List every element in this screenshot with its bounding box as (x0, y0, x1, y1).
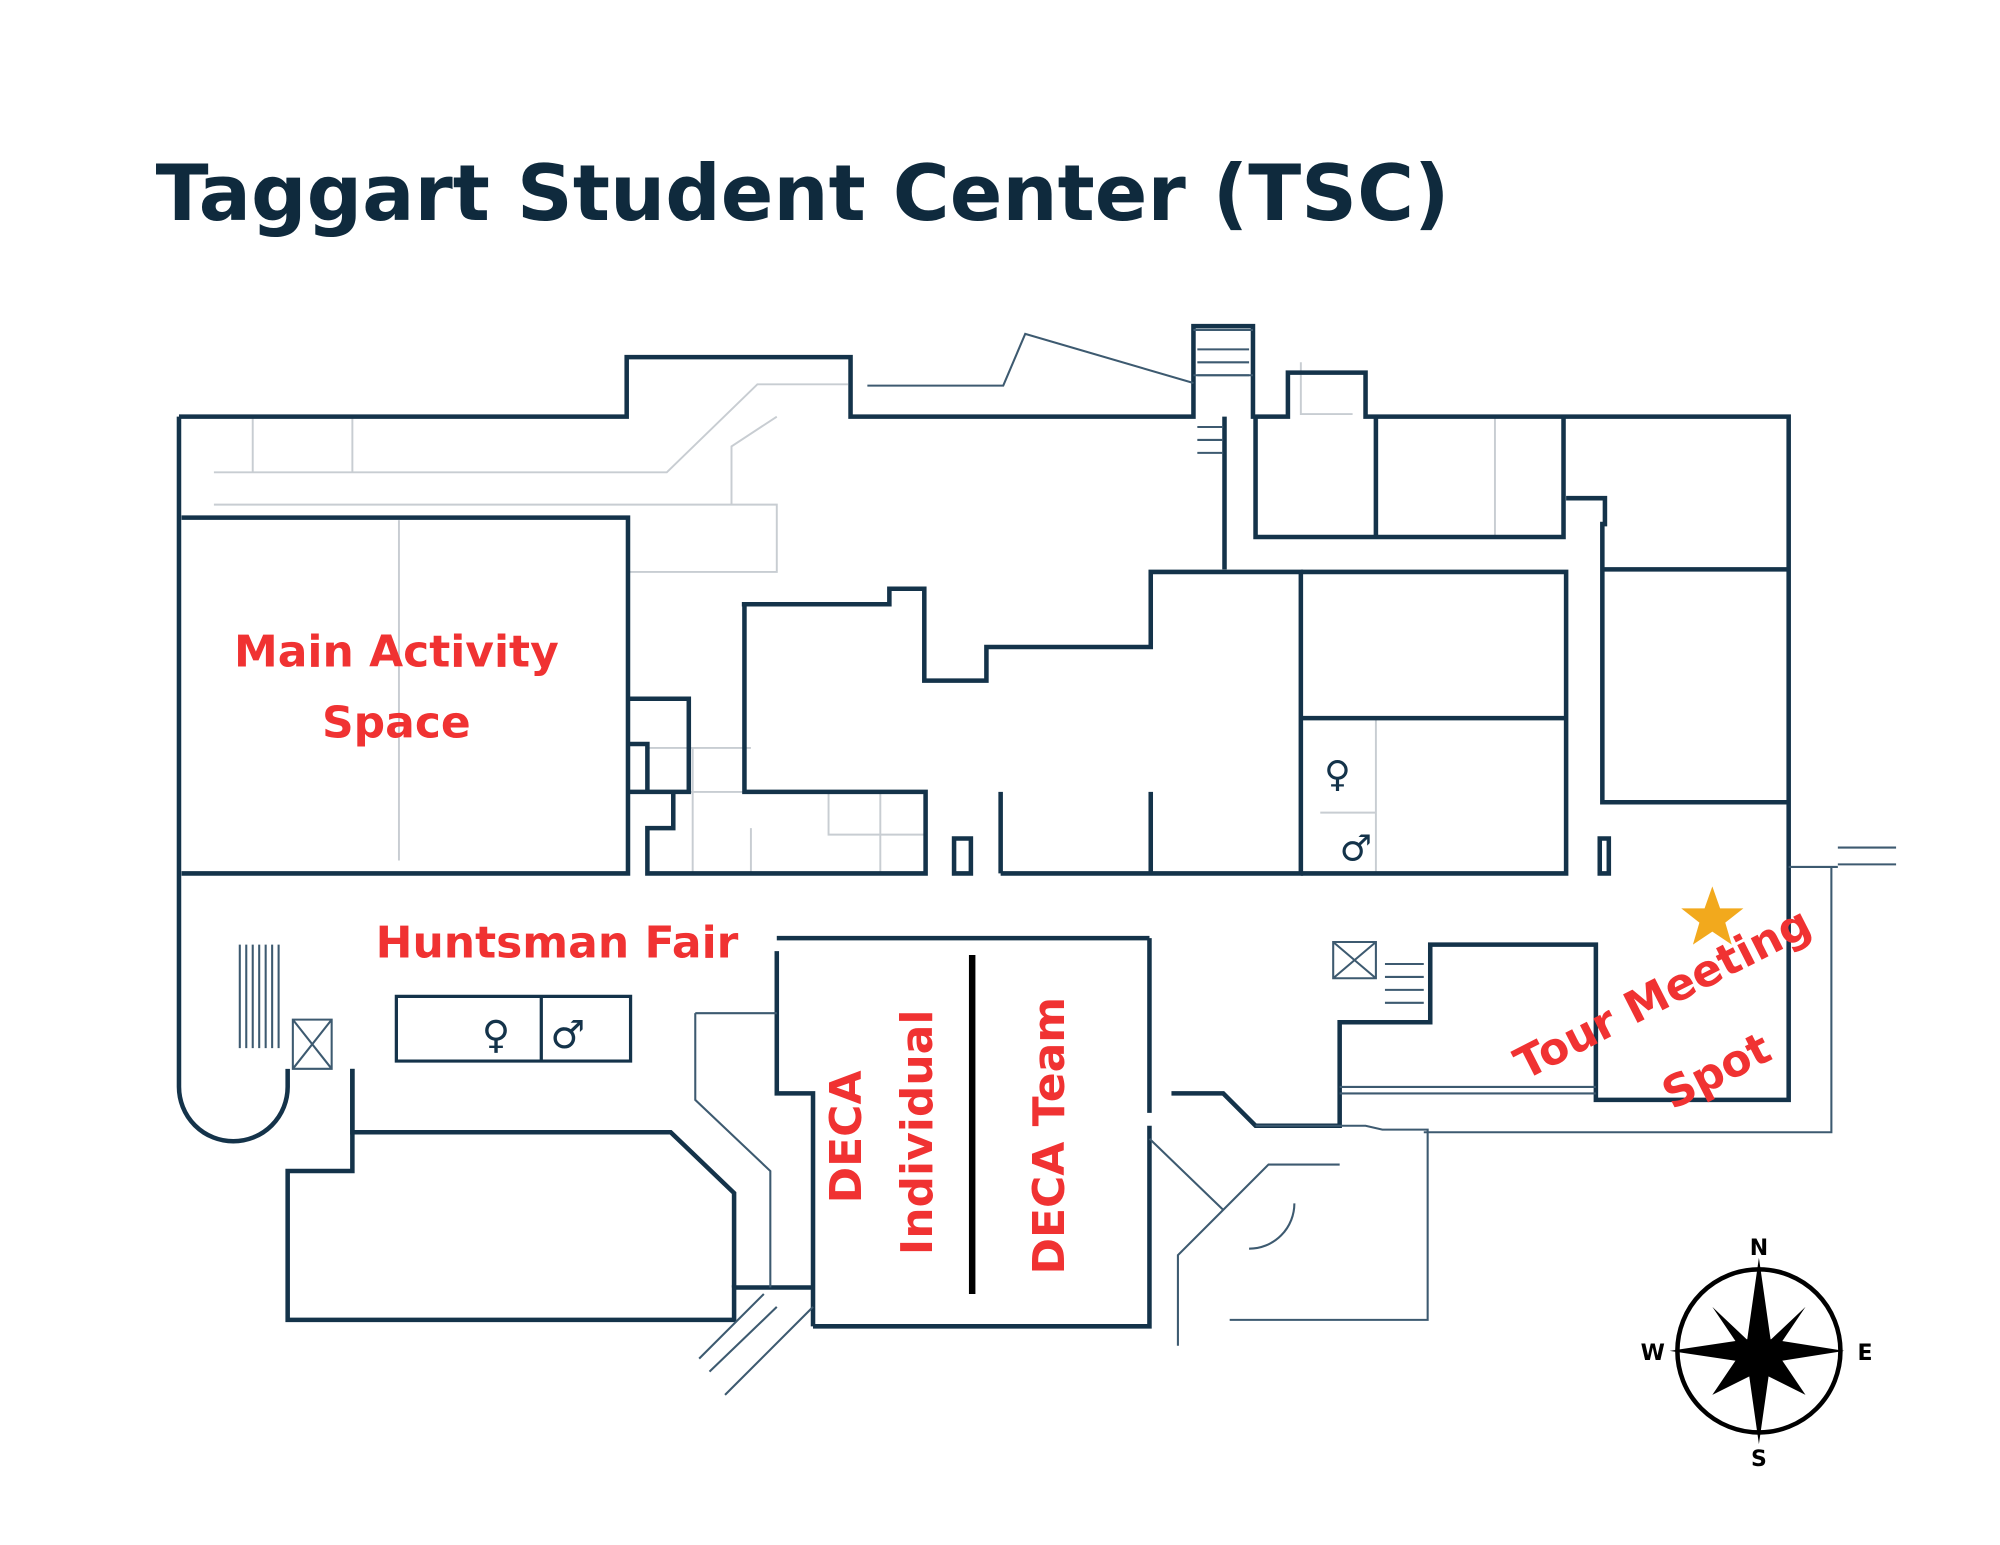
compass-rose: N E S W (1641, 1236, 1873, 1472)
mens-restroom-icon: ♂ (550, 1013, 585, 1058)
compass-s: S (1751, 1447, 1767, 1472)
compass-e: E (1858, 1341, 1873, 1366)
label-main-activity-2: Space (322, 698, 471, 749)
building-outline (176, 323, 1897, 1396)
restroom-icons: ♀ ♂ ♀ ♂ (482, 753, 1372, 1058)
mens-restroom-icon: ♂ (1340, 826, 1372, 869)
label-deca-individual: DECA (821, 1071, 872, 1204)
womens-restroom-icon: ♀ (482, 1013, 510, 1058)
label-main-activity: Main Activity (234, 626, 559, 677)
room-labels: Main Activity Space Huntsman Fair DECA I… (234, 626, 1819, 1274)
label-deca-team: DECA Team (1024, 997, 1075, 1275)
star-icon (1681, 886, 1744, 945)
label-huntsman-fair: Huntsman Fair (376, 918, 739, 969)
womens-restroom-icon: ♀ (1324, 753, 1351, 796)
compass-w: W (1641, 1341, 1665, 1366)
label-deca-individual-2: Individual (892, 1010, 943, 1256)
compass-n: N (1750, 1236, 1768, 1261)
label-tour-meeting-spot-2: Spot (1654, 1023, 1779, 1120)
page-title: Taggart Student Center (TSC) (156, 149, 1450, 239)
